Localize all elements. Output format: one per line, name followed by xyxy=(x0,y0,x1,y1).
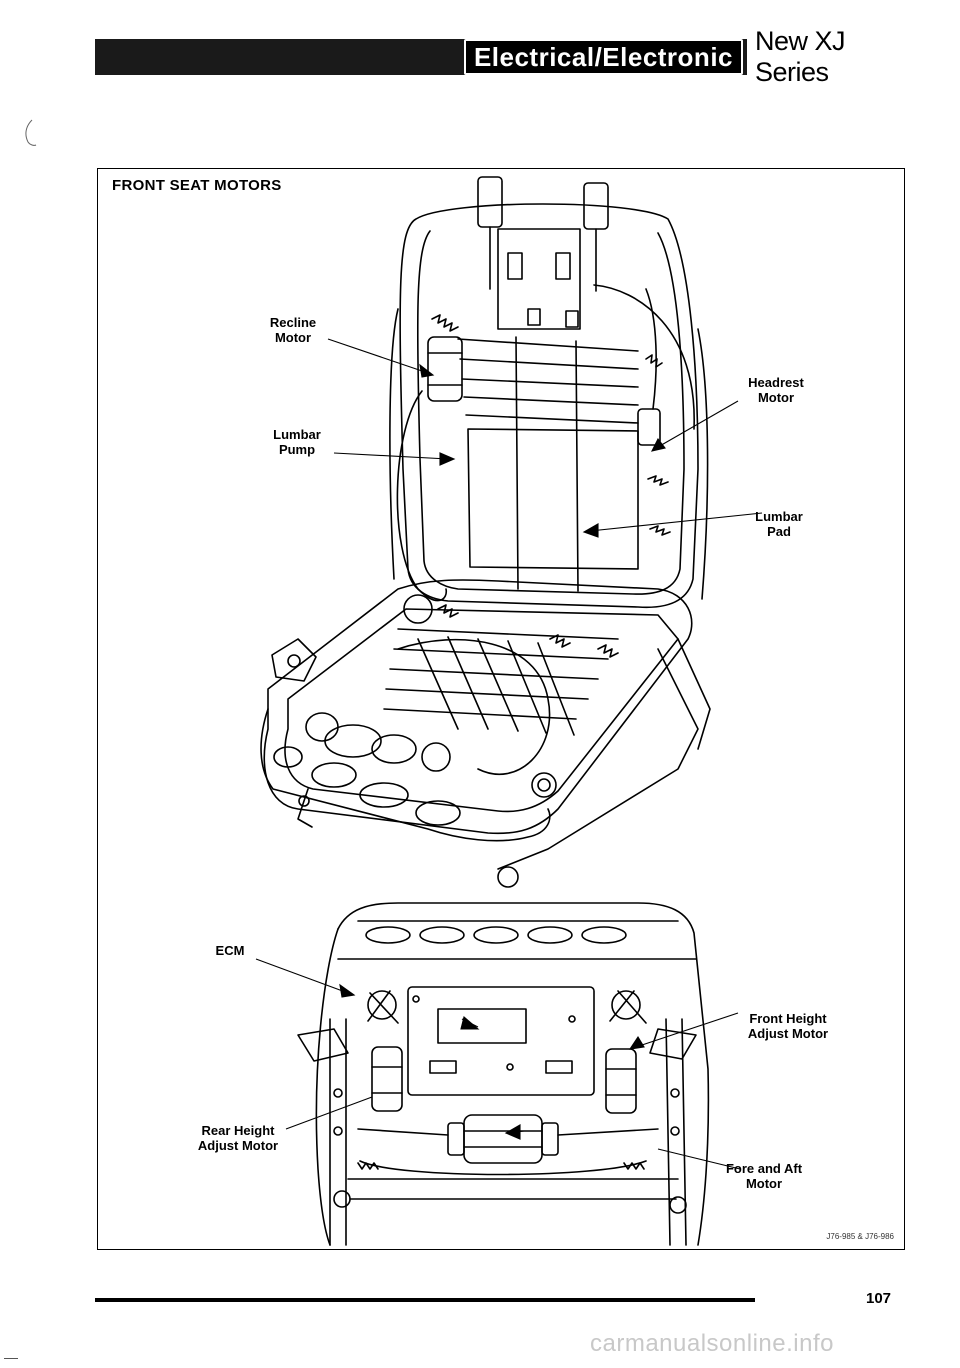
footer-rule xyxy=(95,1298,755,1302)
seat-diagram xyxy=(255,176,763,1246)
label-lumbar-pump: Lumbar Pump xyxy=(273,427,321,457)
leader-lines xyxy=(255,338,763,1170)
label-front-height-motor: Front Height Adjust Motor xyxy=(747,1011,829,1041)
series-title: New XJ Series xyxy=(755,26,846,87)
page-header: Electrical/Electronic New XJ Series xyxy=(95,26,905,87)
figure-reference-code: J76-985 & J76-986 xyxy=(826,1232,894,1241)
seat-cushion-frame xyxy=(260,579,711,888)
section-title: Electrical/Electronic xyxy=(463,39,743,75)
label-recline-motor: Recline Motor xyxy=(269,315,317,345)
label-rear-height-motor: Rear Height Adjust Motor xyxy=(197,1123,279,1153)
figure-frame: FRONT SEAT MOTORS xyxy=(97,168,905,1250)
page-number: 107 xyxy=(866,1290,892,1307)
label-headrest-motor: Headrest Motor xyxy=(748,375,804,405)
label-ecm: ECM xyxy=(215,943,245,958)
label-fore-aft-motor: Fore and Aft Motor xyxy=(725,1161,803,1191)
seat-back-frame xyxy=(389,176,709,609)
corner-mark xyxy=(4,1358,18,1359)
figure-title: FRONT SEAT MOTORS xyxy=(112,177,282,194)
header-band: Electrical/Electronic xyxy=(95,39,747,75)
scan-artifact-mark xyxy=(25,119,37,146)
seat-underside xyxy=(297,902,710,1246)
label-lumbar-pad: Lumbar Pad xyxy=(755,509,803,539)
watermark: carmanualsonline.info xyxy=(590,1330,834,1357)
